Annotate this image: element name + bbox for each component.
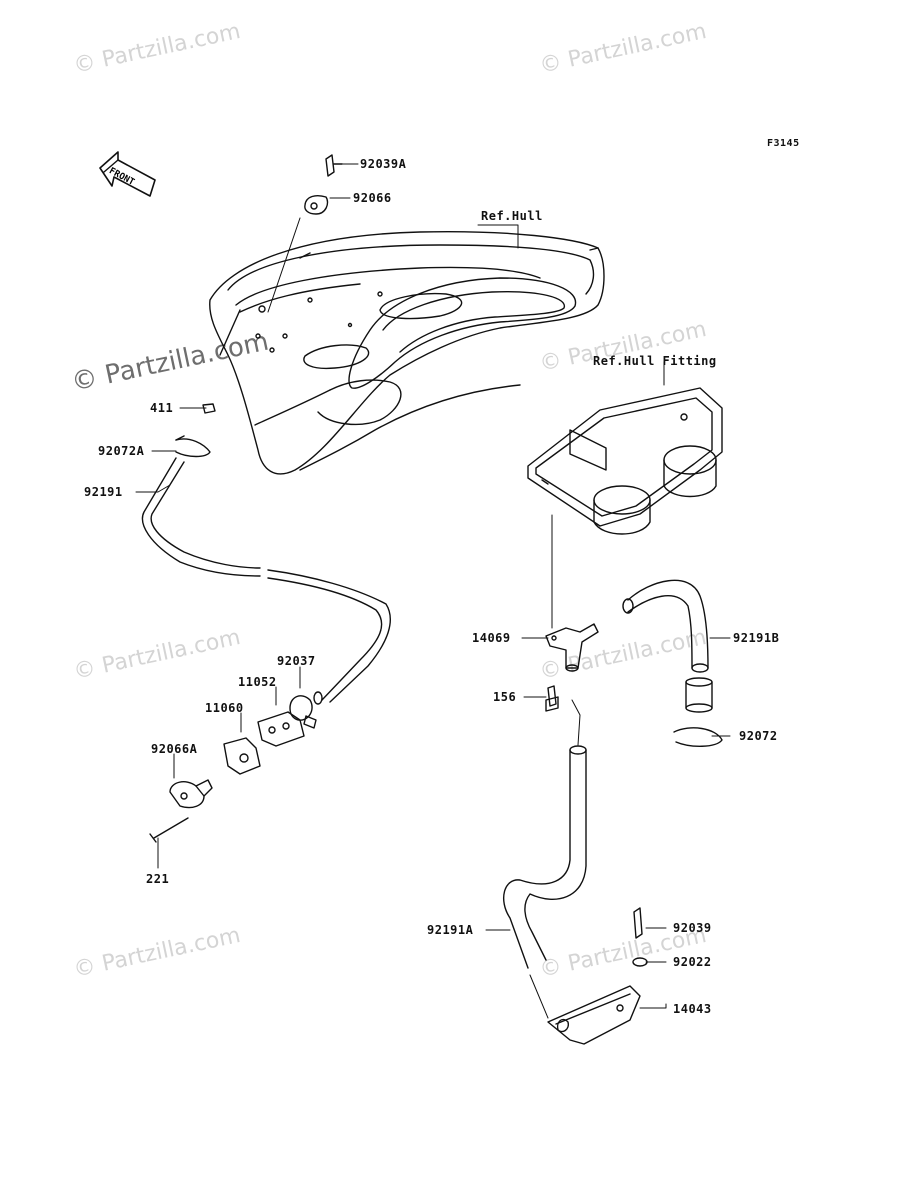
part-label-92191: 92191 <box>84 485 123 499</box>
part-92191 <box>141 457 391 705</box>
part-label-92072: 92072 <box>739 729 778 743</box>
part-label-92022: 92022 <box>673 955 712 969</box>
part-label-11060: 11060 <box>205 701 244 715</box>
part-92191A <box>502 745 587 969</box>
part-156 <box>545 685 559 712</box>
part-92039A <box>325 154 343 177</box>
part-label-14043: 14043 <box>673 1002 712 1016</box>
part-label-92039A: 92039A <box>360 157 407 171</box>
part-label-92191B: 92191B <box>733 631 780 645</box>
part-label-92066A: 92066A <box>151 742 198 756</box>
part-92191B <box>622 579 713 713</box>
part-label-156: 156 <box>493 690 517 704</box>
part-label-92037: 92037 <box>277 654 316 668</box>
leader-lines <box>135 163 731 1019</box>
hull-fitting-drawing <box>527 387 723 535</box>
ref-hull-fitting-label: Ref.Hull Fitting <box>593 354 717 368</box>
part-label-14069: 14069 <box>472 631 511 645</box>
part-11052 <box>257 711 305 747</box>
figure-code: F3145 <box>767 138 800 149</box>
part-92066A <box>169 779 213 809</box>
part-411 <box>202 403 216 414</box>
part-label-11052: 11052 <box>238 675 277 689</box>
part-14043 <box>547 985 641 1045</box>
part-label-92039: 92039 <box>673 921 712 935</box>
part-label-92072A: 92072A <box>98 444 145 458</box>
part-92022 <box>632 957 648 967</box>
part-92066 <box>304 195 329 215</box>
part-label-411: 411 <box>150 401 174 415</box>
part-14069 <box>545 623 599 672</box>
part-92037 <box>289 695 317 729</box>
part-11060 <box>223 737 261 775</box>
part-label-92066: 92066 <box>353 191 392 205</box>
part-221 <box>149 817 189 843</box>
ref-hull-label: Ref.Hull <box>481 209 543 223</box>
hull-drawing <box>209 231 605 475</box>
part-92072 <box>673 727 723 747</box>
part-92039 <box>633 907 643 939</box>
part-92072A <box>175 435 211 458</box>
front-arrow-icon <box>99 151 156 197</box>
part-label-221: 221 <box>146 872 170 886</box>
part-label-92191A: 92191A <box>427 923 474 937</box>
